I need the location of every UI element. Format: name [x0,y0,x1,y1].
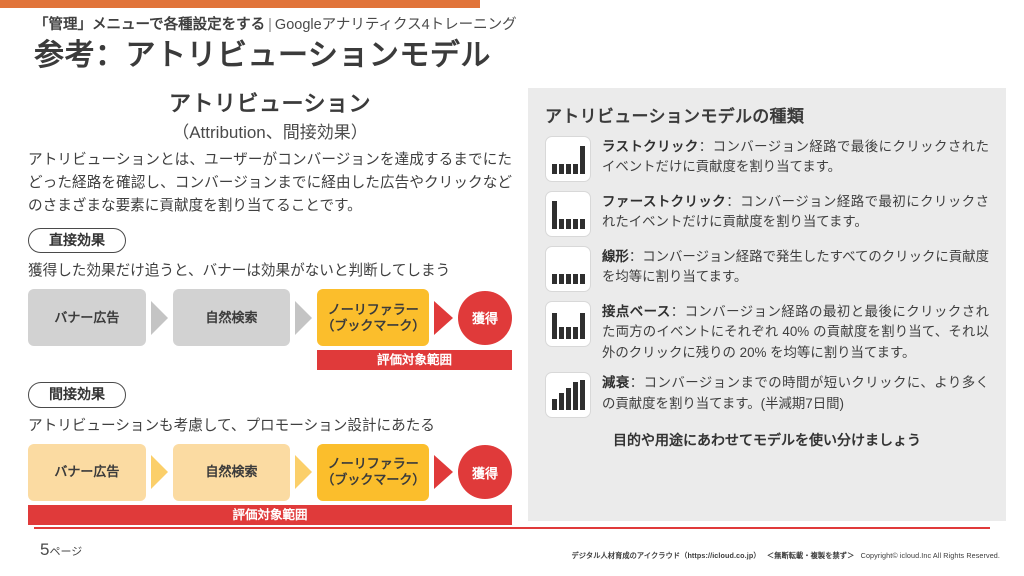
direct-effect-pill: 直接効果 [28,227,126,254]
model-separator: ： [698,139,713,154]
flow-node-organic-search: 自然検索 [172,443,291,501]
flow-node-conversion: 獲得 [458,445,513,500]
model-desc-text: コンバージョン経路で最後にクリックされたイベントだけに貢献度を割り当てます。 [602,139,989,175]
attribution-model-panel: アトリビューションモデルの種類 ラストクリック：コンバージョン経路で最後にクリッ… [528,88,1006,521]
bar-chart-time-decay-icon [545,372,591,419]
indirect-effect-pill: 間接効果 [28,382,126,408]
icon-bars [551,199,585,229]
model-desc-text: コンバージョン経路の最初と最後にクリックされた両方のイベントにそれぞれ 40% … [602,304,989,360]
model-name: 接点ベース [602,304,671,319]
model-name: 線形 [602,249,629,264]
model-desc-text: コンバージョン経路で最初にクリックされたイベントだけに貢献度を割り当てます。 [602,194,989,230]
flow-node-banner-ad: バナー広告 [28,443,146,501]
left-content-column: アトリビューション （Attribution、間接効果） アトリビューションとは… [28,90,513,525]
flow-node-no-referrer: ノーリファラー （ブックマーク） [317,443,430,501]
model-name: ファーストクリック [602,194,727,209]
model-separator: ： [629,375,644,391]
flow-node-conversion: 獲得 [458,290,513,345]
flow-arrow-icon [150,455,168,490]
flow-node-no-referrer-line2: （ブックマーク） [321,317,426,333]
lede-title: アトリビューション [168,91,372,116]
bar-chart-position-based-icon [545,301,591,347]
breadcrumb: 「管理」メニューで各種設定をする|Googleアナリティクス4トレーニング [34,17,517,34]
flow-node-organic-search: 自然検索 [172,289,291,347]
indirect-effect-caption: アトリビューションも考慮して、プロモーション設計にあたる [28,417,435,434]
flow-arrow-icon [295,455,313,490]
lede-subtitle: （Attribution、間接効果） [172,122,368,142]
model-name: ラストクリック [602,139,699,154]
flow-node-no-referrer-line2: （ブックマーク） [321,472,426,488]
model-description: ファーストクリック：コンバージョン経路で最初にクリックされたイベントだけに貢献度… [602,191,989,233]
model-description: 減衰：コンバージョンまでの時間が短いクリックに、より多くの貢献度を割り当てます。… [602,372,989,414]
indirect-effect-scope-bar: 評価対象範囲 [28,504,512,525]
copyright-reuse-notice: ＜無断転載・複製を禁ず＞ [766,551,855,560]
flow-arrow-icon [434,455,454,490]
bar-chart-linear-icon [545,246,591,292]
model-separator: ： [670,304,685,319]
flow-arrow-icon [150,300,168,335]
copyright-notice: デジタル人材育成のアイクラウド（https://icloud.co.jp） ＜無… [571,551,1000,561]
model-name: 減衰 [602,375,630,391]
model-separator: ： [628,249,643,264]
page-number: 5ページ [40,540,82,560]
model-description: ラストクリック：コンバージョン経路で最後にクリックされたイベントだけに貢献度を割… [602,136,989,178]
model-list-item: 減衰：コンバージョンまでの時間が短いクリックに、より多くの貢献度を割り当てます。… [545,372,989,419]
page-title: 参考：アトリビューションモデル [34,39,491,73]
page-number-value: 5 [40,540,50,559]
footer-divider [34,527,990,529]
model-list-item: 線形：コンバージョン経路で発生したすべてのクリックに貢献度を均等に割り当てます。 [545,246,989,292]
model-list-item: ファーストクリック：コンバージョン経路で最初にクリックされたイベントだけに貢献度… [545,191,989,237]
icon-bars [551,309,585,339]
icon-bars [551,144,585,174]
attribution-model-list: ラストクリック：コンバージョン経路で最後にクリックされたイベントだけに貢献度を割… [545,136,989,419]
direct-effect-caption: 獲得した効果だけ追うと、バナーは効果がないと判断してしまう [28,263,451,280]
flow-node-no-referrer-line1: ノーリファラー [327,301,419,317]
page-number-unit: ページ [49,546,83,558]
flow-arrow-icon [434,300,454,335]
model-desc-text: コンバージョン経路で発生したすべてのクリックに貢献度を均等に割り当てます。 [602,249,989,285]
model-description: 接点ベース：コンバージョン経路の最初と最後にクリックされた両方のイベントにそれぞ… [602,301,989,363]
bar-chart-first-click-icon [545,191,591,237]
direct-effect-scope-bar: 評価対象範囲 [317,350,512,371]
indirect-effect-flow-diagram: バナー広告 自然検索 ノーリファラー （ブックマーク） 獲得 [28,443,513,501]
panel-title: アトリビューションモデルの種類 [545,107,805,126]
lede-body-text: アトリビューションとは、ユーザーがコンバージョンを達成するまでにたどった経路を確… [28,151,512,214]
icon-bars [551,380,585,411]
breadcrumb-course: Googleアナリティクス4トレーニング [274,17,517,33]
model-desc-text: コンバージョンまでの時間が短いクリックに、より多くの貢献度を割り当てます。(半減… [602,375,990,411]
bar-chart-last-click-icon [545,136,591,182]
flow-node-no-referrer-line1: ノーリファラー [327,455,419,471]
flow-node-banner-ad: バナー広告 [28,289,146,347]
copyright-brand: デジタル人材育成のアイクラウド（https://icloud.co.jp） [571,551,761,560]
icon-bars [551,254,585,284]
copyright-rights: Copyright© icloud.Inc All Rights Reserve… [860,551,1000,560]
model-separator: ： [726,194,741,209]
breadcrumb-section: 「管理」メニューで各種設定をする [34,17,266,33]
flow-node-no-referrer: ノーリファラー （ブックマーク） [317,289,430,347]
model-list-item: 接点ベース：コンバージョン経路の最初と最後にクリックされた両方のイベントにそれぞ… [545,301,989,363]
model-list-item: ラストクリック：コンバージョン経路で最後にクリックされたイベントだけに貢献度を割… [545,136,989,182]
breadcrumb-separator: | [268,17,272,33]
slide-header: 「管理」メニューで各種設定をする|Googleアナリティクス4トレーニング 参考… [34,17,517,74]
top-accent-bar [0,0,480,8]
flow-arrow-icon [295,300,313,335]
panel-footnote: 目的や用途にあわせてモデルを使い分けましょう [613,432,921,449]
direct-effect-flow-diagram: バナー広告 自然検索 ノーリファラー （ブックマーク） 獲得 [28,289,513,347]
model-description: 線形：コンバージョン経路で発生したすべてのクリックに貢献度を均等に割り当てます。 [602,246,989,288]
